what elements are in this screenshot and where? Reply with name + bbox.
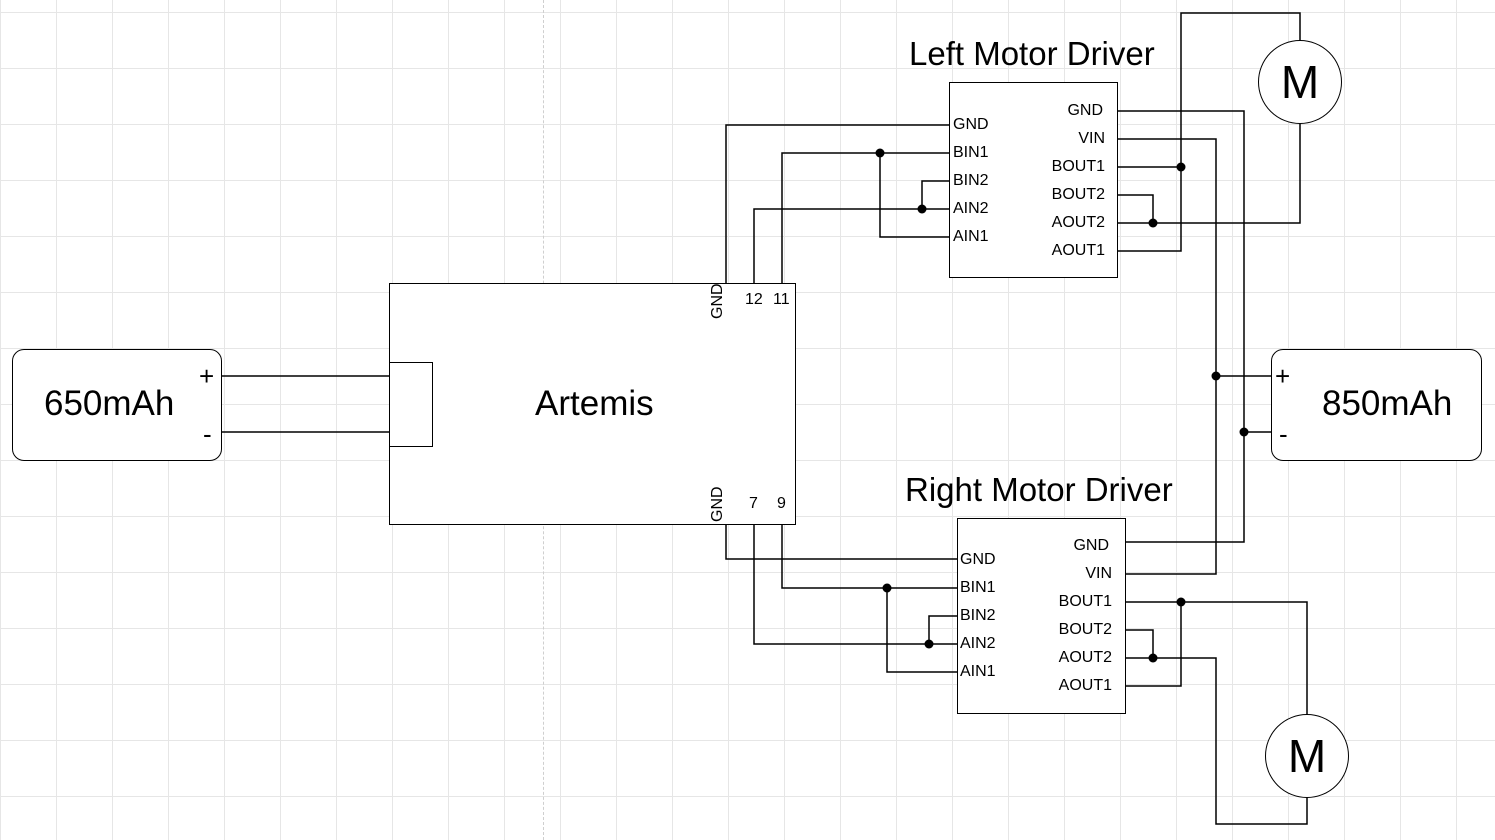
right-driver-pin-bout2: BOUT2 xyxy=(1058,621,1112,638)
wire-right-bout2 xyxy=(1125,629,1154,658)
battery-850mah-minus: - xyxy=(1279,419,1288,449)
left-driver-pin-bout2: BOUT2 xyxy=(1051,186,1105,203)
left-driver-pin-aout1: AOUT1 xyxy=(1051,242,1105,259)
right-driver-pin-bout1: BOUT1 xyxy=(1058,593,1112,610)
junction-dot xyxy=(1239,427,1249,437)
artemis-board xyxy=(389,283,796,525)
battery-850mah xyxy=(1271,349,1482,461)
right-driver-pin-gnd: GND xyxy=(960,551,996,568)
junction-dot xyxy=(1176,597,1186,607)
artemis-pin-11-label: 11 xyxy=(773,291,790,308)
battery-850mah-plus: + xyxy=(1275,361,1291,391)
artemis-pin-7-label: 7 xyxy=(749,495,758,512)
battery-850mah-label: 850mAh xyxy=(1322,384,1453,423)
junction-dot xyxy=(875,148,885,158)
wire-artemis-9-right-bin1 xyxy=(781,524,958,589)
left-driver-pin-bout1: BOUT1 xyxy=(1051,158,1105,175)
wire-artemis-7-right-ain2 xyxy=(753,524,958,645)
left-driver-pin-bin2: BIN2 xyxy=(953,172,989,189)
right-driver-pin-bin2: BIN2 xyxy=(960,607,996,624)
left-motor-driver-title: Left Motor Driver xyxy=(909,35,1155,72)
wire-artemis-12-left-ain2 xyxy=(753,208,950,284)
wire-right-bin1-ain1 xyxy=(886,588,958,673)
junction-dot xyxy=(924,639,934,649)
wire-right-bout1 xyxy=(1125,601,1308,715)
right-driver-pin-vin: VIN xyxy=(1085,565,1112,582)
wire-artemis-gnd-right-gnd xyxy=(725,524,958,560)
battery-650mah-label: 650mAh xyxy=(44,384,175,423)
motor-top-label: M xyxy=(1280,56,1320,108)
right-driver-pin-aout2: AOUT2 xyxy=(1058,649,1112,666)
wire-right-aout2 xyxy=(1125,657,1308,825)
junction-dot xyxy=(1148,218,1158,228)
wire-left-bin2-ain2 xyxy=(921,180,950,209)
artemis-connector xyxy=(389,362,433,447)
left-driver-pin-ain2: AIN2 xyxy=(953,200,989,217)
right-driver-pin-ain1: AIN1 xyxy=(960,663,996,680)
motor-bottom-label: M xyxy=(1287,730,1327,782)
wire-left-gnd xyxy=(1117,110,1245,432)
wire-left-aout2 xyxy=(1117,124,1301,224)
wire-right-aout1 xyxy=(1125,602,1182,687)
wire-artemis-11-left-bin1 xyxy=(781,152,950,284)
right-motor-driver xyxy=(957,518,1126,714)
artemis-bottom-gnd-label: GND xyxy=(709,486,726,522)
junction-dot xyxy=(1176,162,1186,172)
left-motor-driver xyxy=(949,82,1118,278)
wire-left-aout1 xyxy=(1117,12,1301,252)
wire-left-vin xyxy=(1117,138,1217,376)
wire-left-bin1-ain1 xyxy=(879,153,950,238)
battery-650mah xyxy=(12,349,222,461)
left-driver-pin-aout2: AOUT2 xyxy=(1051,214,1105,231)
right-driver-pin-bin1: BIN1 xyxy=(960,579,996,596)
junction-dot xyxy=(882,583,892,593)
left-driver-pin-out-gnd: GND xyxy=(1067,102,1103,119)
right-motor-driver-title: Right Motor Driver xyxy=(905,471,1173,508)
left-driver-pin-vin: VIN xyxy=(1078,130,1105,147)
battery-650mah-minus: - xyxy=(203,419,212,449)
motor-top: M xyxy=(1258,40,1342,124)
junction-dot xyxy=(1148,653,1158,663)
junction-dot xyxy=(1211,371,1221,381)
left-driver-pin-gnd: GND xyxy=(953,116,989,133)
junction-dot xyxy=(917,204,927,214)
artemis-label: Artemis xyxy=(535,384,654,423)
wire-left-bout2 xyxy=(1117,194,1154,223)
artemis-top-gnd-label: GND xyxy=(709,283,726,319)
artemis-pin-12-label: 12 xyxy=(745,291,763,308)
battery-650mah-plus: + xyxy=(199,361,215,391)
right-driver-pin-aout1: AOUT1 xyxy=(1058,677,1112,694)
wire-artemis-gnd-left-gnd xyxy=(725,124,950,284)
wire-right-gnd xyxy=(1125,432,1245,543)
motor-bottom: M xyxy=(1265,714,1349,798)
artemis-pin-9-label: 9 xyxy=(777,495,786,512)
left-driver-pin-bin1: BIN1 xyxy=(953,144,989,161)
wire-right-bin2-ain2 xyxy=(928,615,958,644)
wire-right-vin xyxy=(1125,376,1217,575)
left-driver-pin-ain1: AIN1 xyxy=(953,228,989,245)
right-driver-pin-out-gnd: GND xyxy=(1073,537,1109,554)
right-driver-pin-ain2: AIN2 xyxy=(960,635,996,652)
